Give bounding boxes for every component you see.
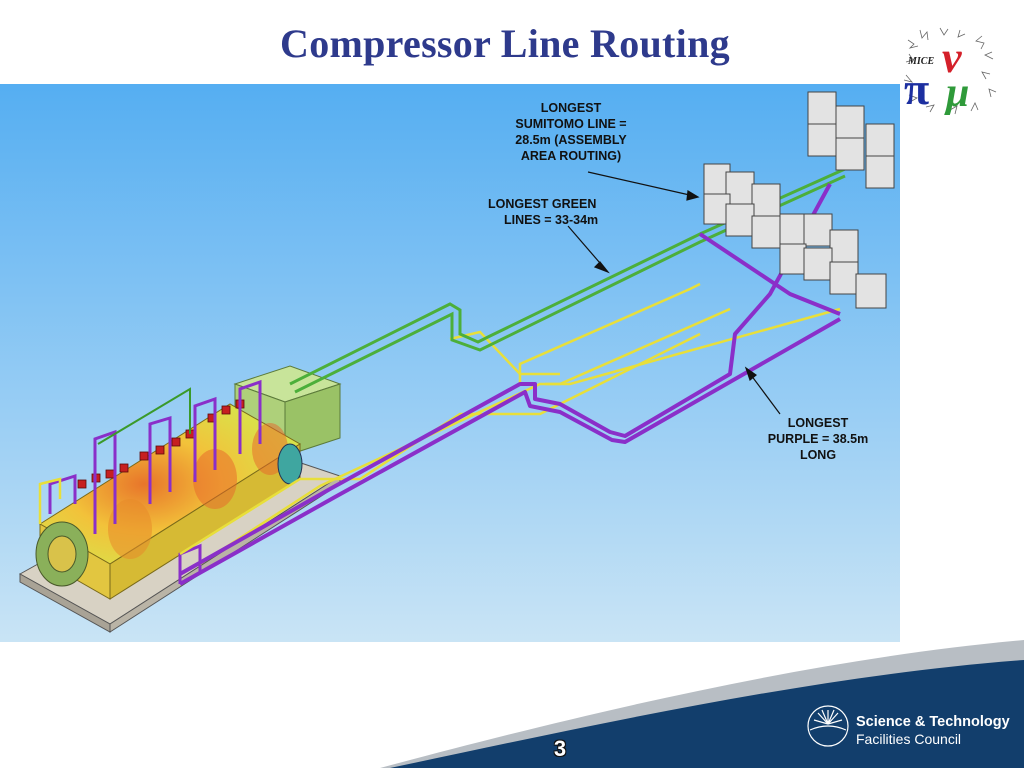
purple-line-annotation: LONGEST PURPLE = 38.5m LONG <box>756 415 880 463</box>
sumitomo-line-2: SUMITOMO LINE = <box>515 117 627 131</box>
green-pipes <box>289 167 846 394</box>
logo-nu-letter: ν <box>942 33 962 82</box>
footer-swoosh <box>380 640 1024 768</box>
stfc-logo <box>807 705 849 747</box>
purple-line-2: PURPLE = 38.5m <box>767 432 869 446</box>
page-number: 3 <box>553 736 567 761</box>
mice-logo: MICE π ν μ <box>903 27 997 116</box>
annotation-arrows <box>567 171 781 415</box>
green-magnet-frame <box>97 387 191 445</box>
purple-pipes <box>179 183 841 586</box>
logo-scribble-icon <box>903 27 997 115</box>
stfc-sunburst-icon <box>807 705 849 747</box>
routing-diagram: LONGEST SUMITOMO LINE = 28.5m (ASSEMBLY … <box>0 84 900 642</box>
stfc-name-line2: Facilities Council <box>856 731 962 747</box>
slide-title: Compressor Line Routing <box>280 21 730 66</box>
green-line-1: LONGEST GREEN <box>488 197 597 211</box>
sumitomo-line-4: AREA ROUTING) <box>520 149 622 163</box>
logo-pi-letter: π <box>904 63 929 114</box>
green-line-2: LINES = 33-34m <box>504 213 599 227</box>
purple-line-3: LONG <box>799 448 837 462</box>
sumitomo-line-3: 28.5m (ASSEMBLY <box>515 133 627 147</box>
purple-magnet-loops <box>48 379 262 584</box>
logo-mice-text: MICE <box>907 56 934 67</box>
sumitomo-line-annotation: LONGEST SUMITOMO LINE = 28.5m (ASSEMBLY … <box>496 100 646 164</box>
green-lines-annotation: LONGEST GREEN LINES = 33-34m <box>488 196 612 228</box>
compressor-cabinets-lower <box>779 213 887 309</box>
routing-diagram-svg <box>0 84 900 642</box>
compressor-cabinets-upper <box>703 91 895 249</box>
purple-line-1: LONGEST <box>787 416 849 430</box>
logo-mu-letter: μ <box>944 70 969 116</box>
stfc-name-line1: Science & Technology <box>856 714 1010 730</box>
sumitomo-line-1: LONGEST <box>540 101 602 115</box>
